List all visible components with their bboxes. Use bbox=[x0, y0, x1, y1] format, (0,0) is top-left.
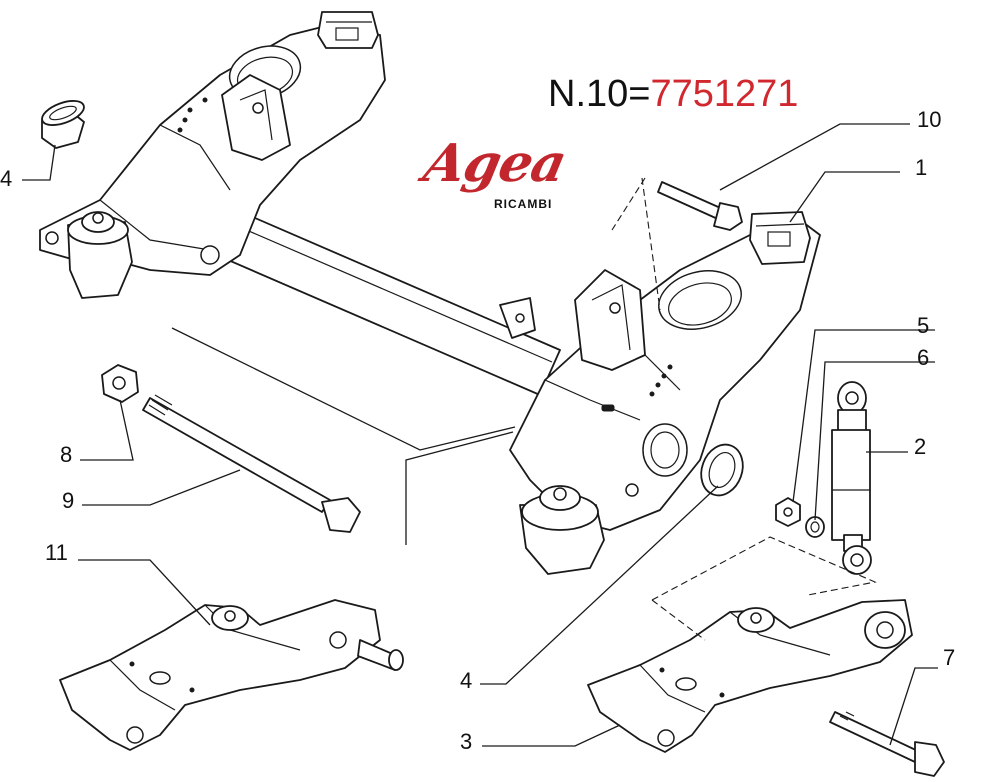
part-number-value: 7751271 bbox=[650, 73, 799, 115]
bolt-7 bbox=[829, 711, 945, 777]
lower-arm-11 bbox=[59, 599, 404, 751]
callout-7: 7 bbox=[943, 645, 955, 670]
callout-4-bottom: 4 bbox=[460, 668, 472, 693]
callout-11: 11 bbox=[45, 540, 68, 565]
right-trailing-arm bbox=[509, 211, 821, 575]
callout-1: 1 bbox=[915, 155, 927, 180]
callout-10: 10 bbox=[917, 107, 941, 132]
nut-5 bbox=[775, 497, 801, 527]
brand-logo: Agea RICAMBI bbox=[415, 133, 580, 225]
callout-6: 6 bbox=[917, 345, 929, 370]
callout-4-left: 4 bbox=[0, 166, 12, 191]
brand-subtitle: RICAMBI bbox=[494, 197, 553, 211]
brand-name: Agea bbox=[418, 133, 572, 194]
callout-9: 9 bbox=[62, 488, 74, 513]
callout-labels: 4 10 1 5 6 2 8 9 11 4 3 7 bbox=[0, 107, 955, 754]
part-number-header: N.10=7751271 bbox=[548, 72, 798, 116]
bushing-left bbox=[41, 100, 85, 149]
callout-2: 2 bbox=[914, 434, 926, 459]
bushing-bottom bbox=[700, 443, 744, 497]
callout-5: 5 bbox=[917, 313, 929, 338]
part-number-label: N.10= bbox=[548, 73, 651, 115]
lower-arm-3 bbox=[587, 599, 913, 753]
shock-absorber bbox=[831, 381, 872, 575]
nut-8 bbox=[101, 364, 139, 403]
leader-lines bbox=[22, 123, 938, 747]
left-trailing-arm bbox=[39, 11, 386, 299]
assembly-lines bbox=[171, 177, 877, 641]
callout-3: 3 bbox=[460, 729, 472, 754]
callout-8: 8 bbox=[60, 442, 72, 467]
bolt-10 bbox=[657, 181, 743, 231]
bolt-9 bbox=[142, 394, 361, 533]
